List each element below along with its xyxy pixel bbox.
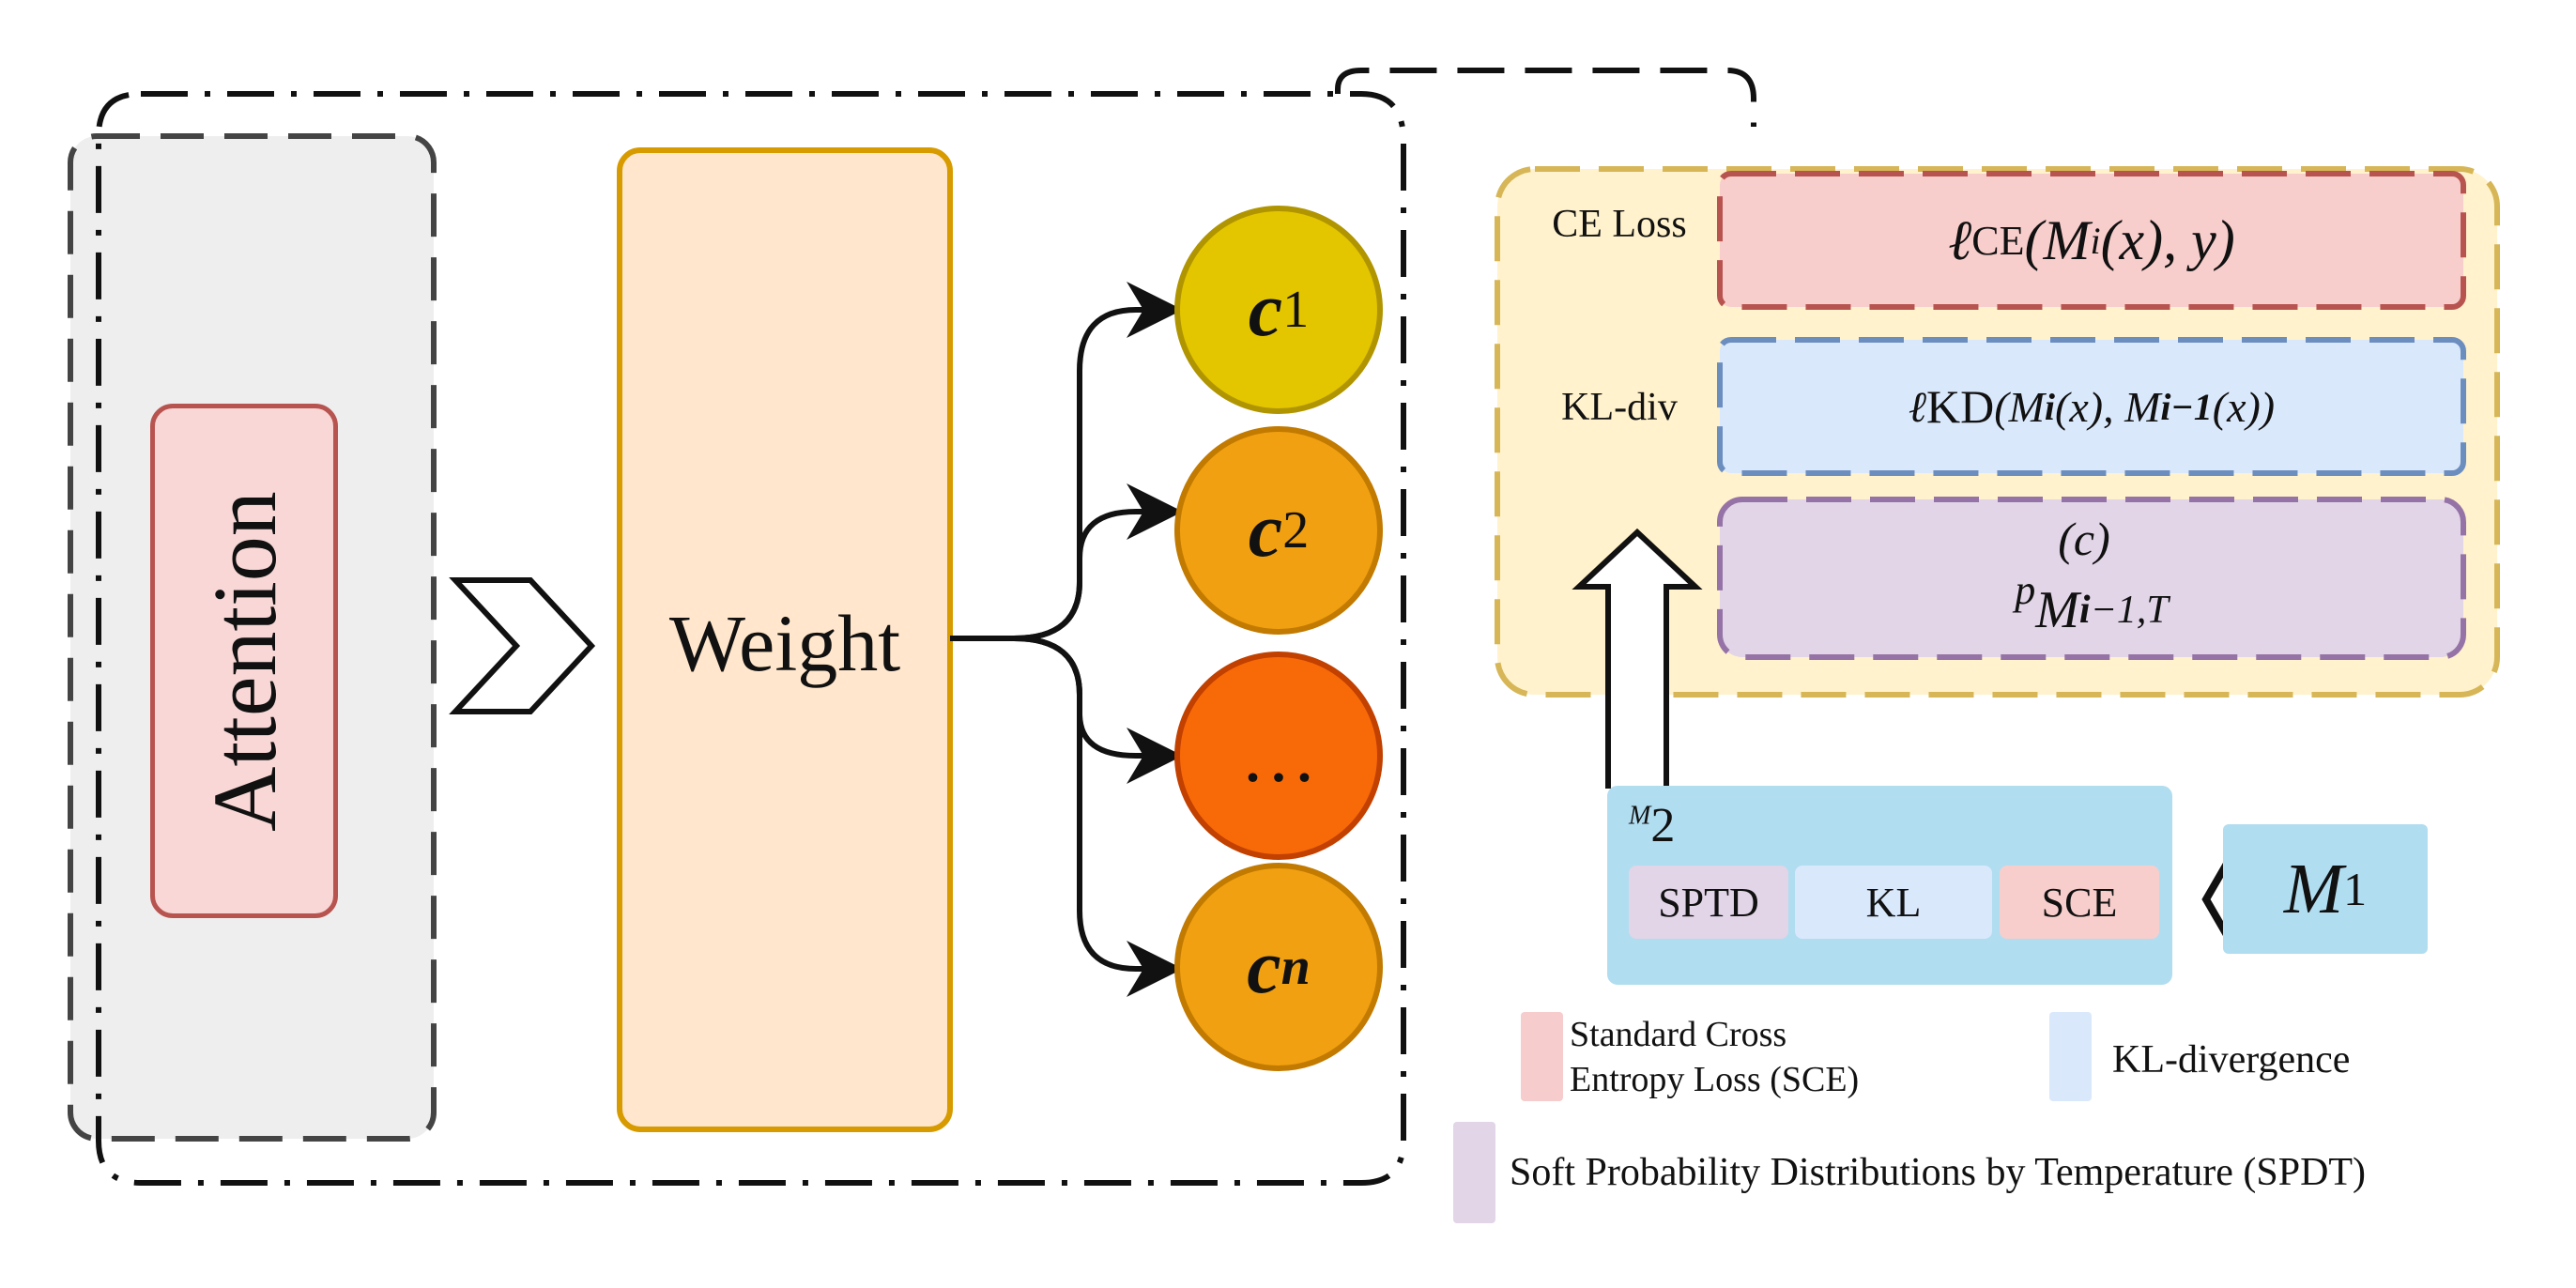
legend-swatch-spdt — [1453, 1122, 1495, 1223]
connector-cn — [950, 636, 1183, 997]
cell-sptd-label: SPTD — [1658, 879, 1759, 926]
chevron-arrow-icon — [449, 577, 596, 714]
output-circle-c1 — [1174, 206, 1383, 414]
connector-dots — [950, 636, 1183, 784]
kl-div-name: KL-div — [1561, 386, 1678, 429]
outer-frame — [96, 91, 1406, 1186]
sptd-box — [1717, 497, 2466, 660]
top-bracket — [1335, 68, 1756, 127]
output-circle-cn — [1174, 863, 1383, 1071]
connector-c2 — [950, 483, 1183, 641]
output-circle-c2 — [1174, 426, 1383, 635]
legend-text-spdt: Soft Probability Distributions by Temper… — [1510, 1151, 2367, 1194]
attention-label: Attention — [193, 490, 295, 832]
legend-text-sce: Standard Cross Entropy Loss (SCE) — [1570, 1015, 1860, 1099]
model-m2-title: M2 — [1629, 799, 1676, 852]
cell-sce-label: SCE — [2041, 879, 2118, 926]
ce-loss-name: CE Loss — [1552, 203, 1687, 246]
ce-loss-box — [1717, 171, 2466, 310]
sptd-formula-superscript: (c) — [2058, 513, 2110, 565]
hollow-up-arrow-icon — [1572, 528, 1703, 789]
cell-kl-label: KL — [1865, 879, 1922, 926]
legend-swatch-sce — [1521, 1012, 1563, 1101]
cell-sptd — [1629, 866, 1788, 939]
kl-div-box — [1717, 337, 2466, 476]
connector-c1 — [950, 282, 1183, 641]
small-pointer-icon — [2201, 861, 2231, 938]
legend-text-kl: KL-divergence — [2112, 1038, 2351, 1081]
cell-kl — [1795, 866, 1992, 939]
model-m1-block — [2223, 824, 2428, 954]
output-label-dots: … — [1240, 713, 1317, 798]
legend-swatch-kl — [2049, 1012, 2092, 1101]
output-circle-dots — [1174, 652, 1383, 860]
cell-sce — [2000, 866, 2159, 939]
weight-label: Weight — [668, 598, 901, 688]
attention-box: Attention — [150, 404, 338, 918]
